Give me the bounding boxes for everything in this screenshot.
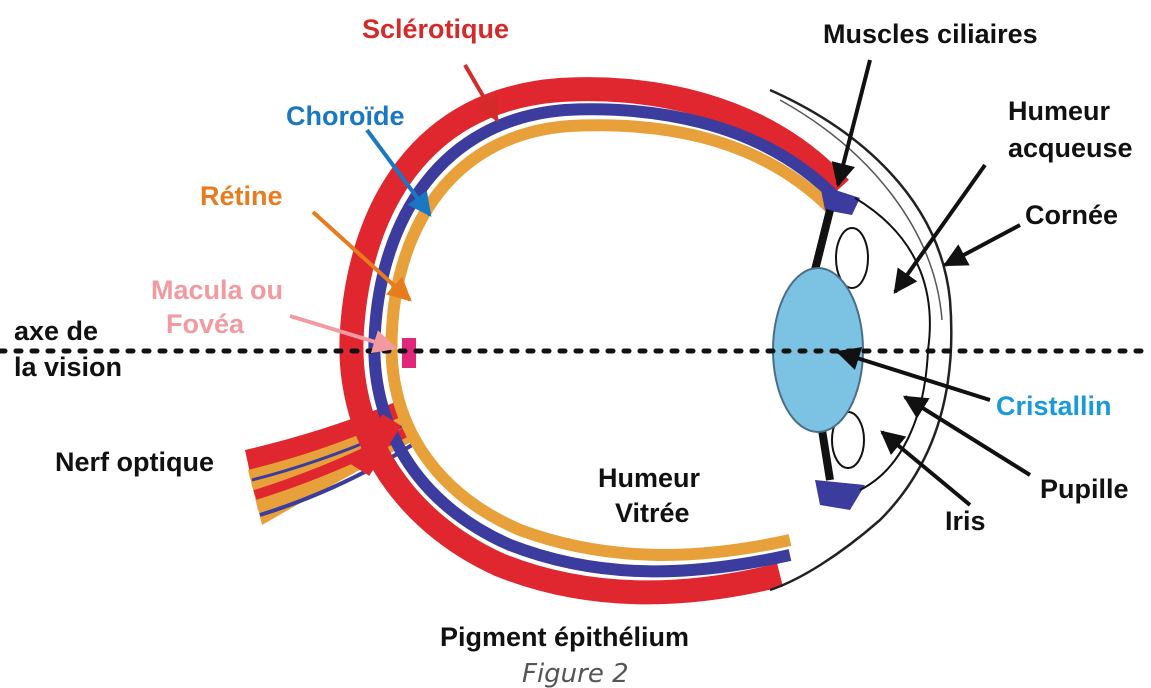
label-axe-line2: la vision — [14, 352, 122, 382]
label-sclerotique: Sclérotique — [362, 14, 509, 44]
eye-wall-layers — [351, 89, 840, 592]
arrow-humeur-aqueuse — [895, 165, 985, 292]
label-pigment-epithelium: Pigment épithélium — [440, 622, 689, 652]
label-pupille: Pupille — [1040, 474, 1129, 504]
label-macula-line2: Fovéa — [166, 309, 245, 339]
label-humeur-vitree-line1: Humeur — [598, 463, 701, 493]
label-cristallin: Cristallin — [996, 391, 1112, 421]
label-humeur-vitree-line2: Vitrée — [615, 498, 690, 528]
label-cornee: Cornée — [1025, 200, 1118, 230]
label-humeur-aqueuse-line2: acqueuse — [1008, 133, 1133, 163]
label-choroide: Choroïde — [286, 101, 405, 131]
arrow-muscles — [838, 60, 870, 185]
label-retine: Rétine — [200, 181, 283, 211]
label-macula-line1: Macula ou — [151, 275, 283, 305]
arrow-iris — [882, 432, 970, 505]
label-humeur-aqueuse-line1: Humeur — [1008, 96, 1111, 126]
label-axe-line1: axe de — [14, 316, 98, 346]
figure-caption: Figure 2 — [522, 659, 629, 688]
ciliary-bottom — [815, 480, 865, 510]
label-nerf-optique: Nerf optique — [55, 447, 214, 477]
label-muscles-ciliaires: Muscles ciliaires — [823, 19, 1038, 49]
label-iris: Iris — [945, 506, 986, 536]
arrow-cornee — [945, 225, 1020, 265]
